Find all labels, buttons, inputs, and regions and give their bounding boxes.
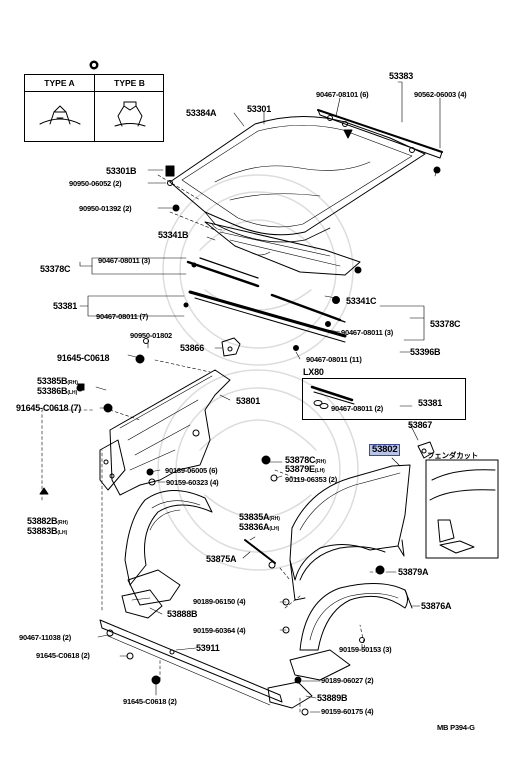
label-90159-60323: 90159-60323 (4) [166, 478, 219, 487]
label-53381-right: 53381 [418, 398, 443, 408]
clip-symbol-icon [89, 60, 99, 70]
label-53301: 53301 [247, 104, 272, 114]
label-fender-cut: フェンダカット [427, 451, 479, 460]
label-lx80: LX80 [303, 367, 324, 377]
label-53396b: 53396B [410, 347, 441, 357]
legend-type-a: TYPE A [44, 78, 75, 88]
label-90467-08011-b: 90467-08011 (7) [96, 312, 149, 321]
label-91645-c0618-b: 91645-C0618 (7) [16, 403, 82, 413]
label-53341c: 53341C [346, 296, 377, 306]
label-53888b: 53888B [167, 609, 198, 619]
label-53866: 53866 [180, 343, 205, 353]
fender-cut-inset [425, 459, 499, 559]
label-90189-06027: 90189-06027 (2) [321, 676, 374, 685]
label-53835a: 53835A(RH) [239, 512, 280, 522]
label-53381-left: 53381 [53, 301, 78, 311]
label-90119-06353: 90119-06353 (2) [285, 475, 338, 484]
right-fender-liner [289, 582, 413, 681]
legend-divider-vertical [94, 75, 95, 141]
right-fasteners [39, 455, 385, 716]
label-53802-highlighted[interactable]: 53802 [369, 444, 401, 456]
label-90159-50153: 90159-50153 (3) [339, 645, 392, 654]
left-fender-liner [124, 489, 213, 606]
fender-clips [76, 338, 149, 413]
fender-apron-53801 [99, 369, 231, 496]
lx80-seal-strip [310, 385, 355, 409]
type-b-clip-icon [114, 101, 146, 127]
clip-fastener-icon [343, 129, 353, 139]
label-53384a: 53384A [186, 108, 217, 118]
label-90467-08101: 90467-08101 (6) [316, 90, 369, 99]
label-90950-01392: 90950-01392 (2) [79, 204, 132, 213]
label-53383: 53383 [389, 71, 414, 81]
label-90189-06150: 90189-06150 (4) [193, 597, 246, 606]
label-53386b: 53386B(LH) [37, 386, 78, 396]
label-90467-11038: 90467-11038 (2) [19, 633, 72, 642]
label-90467-08011-c: 90467-08011 (3) [341, 328, 394, 337]
page-code: MB P394-G [437, 723, 475, 732]
label-53378c-right: 53378C [430, 319, 461, 329]
splash-shield-53889b [267, 681, 313, 709]
label-53385b: 53385B(RH) [37, 376, 78, 386]
label-53911: 53911 [196, 643, 220, 653]
bracket-53866 [221, 337, 241, 357]
fender-brace [244, 539, 276, 569]
label-90189-06005: 90189-06005 (6) [165, 466, 218, 475]
label-53301b: 53301B [106, 166, 137, 176]
bracket-53867 [417, 441, 435, 459]
hood-bumper-icon [165, 165, 180, 212]
label-53882b: 53882B(RH) [27, 516, 68, 526]
label-90950-06052: 90950-06052 (2) [69, 179, 122, 188]
lx80-group-box [302, 378, 466, 420]
dashed-guide-lines [41, 167, 438, 713]
label-53878c: 53878C(RH) [285, 455, 326, 465]
label-90562-06003: 90562-06003 (4) [414, 90, 467, 99]
splash-shield-53888b [121, 589, 163, 619]
label-90467-08011-d: 90467-08011 (11) [306, 355, 362, 364]
label-53801: 53801 [236, 396, 261, 406]
label-53883b: 53883B(LH) [27, 526, 68, 536]
label-53876a: 53876A [421, 601, 452, 611]
label-90159-60175: 90159-60175 (4) [321, 707, 374, 716]
type-a-clip-icon [39, 105, 81, 125]
label-53836a: 53836A(LH) [239, 522, 280, 532]
label-53889b: 53889B [317, 693, 348, 703]
hood-seal-strips [183, 257, 362, 351]
label-90159-60364: 90159-60364 (4) [193, 626, 246, 635]
label-53875a: 53875A [206, 554, 237, 564]
front-fender-53802 [289, 464, 411, 601]
legend-type-b: TYPE B [114, 78, 145, 88]
label-53341b: 53341B [158, 230, 189, 240]
leader-lines [79, 81, 441, 713]
clip-type-legend: TYPE A TYPE B [24, 74, 164, 142]
label-91645-c0618-d: 91645-C0618 (2) [123, 697, 177, 706]
label-53867: 53867 [408, 420, 433, 430]
label-91645-c0618-a: 91645-C0618 [57, 353, 110, 363]
label-90467-08011-e: 90467-08011 (2) [331, 404, 384, 413]
hood-insulator [204, 221, 361, 276]
label-90467-08011-a: 90467-08011 (3) [98, 256, 151, 265]
label-90950-01802: 90950-01802 [130, 331, 173, 340]
label-53378c-left: 53378C [40, 264, 71, 274]
hood-weatherstrip [317, 109, 443, 174]
label-53879a: 53879A [398, 567, 429, 577]
label-53879e: 53879E(LH) [285, 464, 325, 474]
label-91645-c0618-c: 91645-C0618 (2) [36, 651, 90, 660]
lower-panel-53911 [99, 619, 283, 706]
